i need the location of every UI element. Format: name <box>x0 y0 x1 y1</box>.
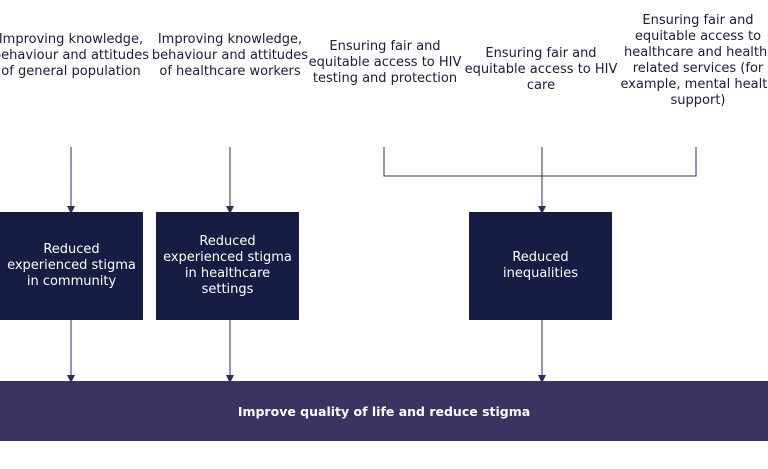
bracket-access-items <box>383 147 697 177</box>
outcome-box-community: Reduced experienced stigma in community <box>0 212 143 320</box>
outcome-text-inequalities: Reduced inequalities <box>502 250 578 281</box>
outcome-text-healthcare-settings: Reduced experienced stigma in healthcare… <box>163 234 292 297</box>
outcome-box-healthcare-settings: Reduced experienced stigma in healthcare… <box>156 212 299 320</box>
input-label-healthcare-workers: Improving knowledge, behaviour and attit… <box>151 32 309 79</box>
outcome-box-inequalities: Reduced inequalities <box>469 212 612 320</box>
outcome-text-community: Reduced experienced stigma in community <box>7 242 136 289</box>
input-label-health-services: Ensuring fair and equitable access to he… <box>620 13 768 108</box>
input-label-hiv-testing: Ensuring fair and equitable access to HI… <box>308 39 462 86</box>
goal-text: Improve quality of life and reduce stigm… <box>237 403 531 419</box>
input-label-general-population: Improving knowledge, behaviour and attit… <box>0 32 150 79</box>
goal-banner: Improve quality of life and reduce stigm… <box>0 381 768 441</box>
input-label-hiv-care: Ensuring fair and equitable access to HI… <box>464 46 618 93</box>
